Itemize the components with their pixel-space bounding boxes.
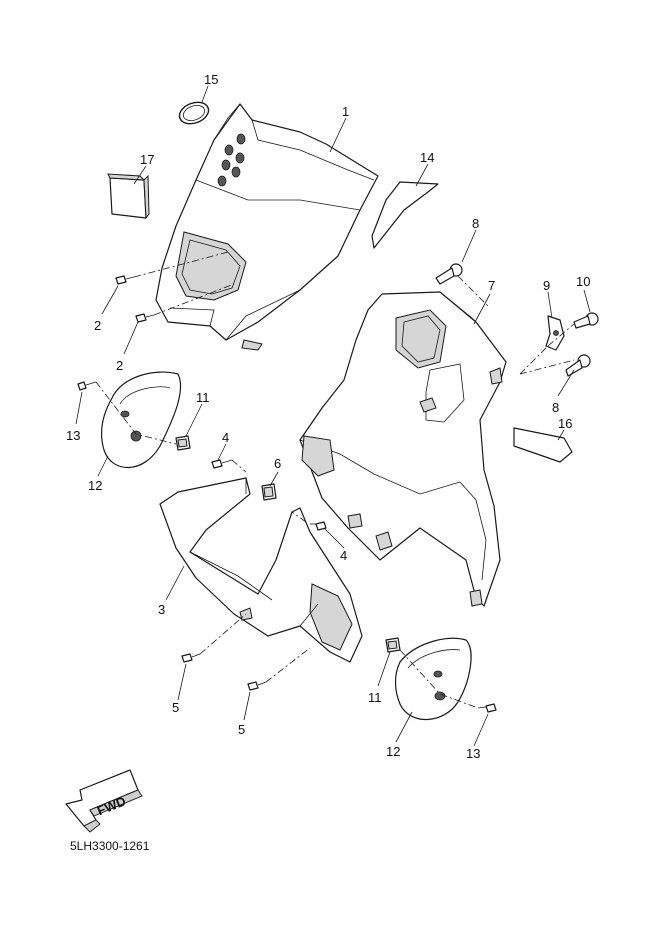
callout-10: 10 [576,274,590,289]
part-11-nut-lower [385,637,401,653]
part-15-ring [178,101,210,125]
part-13-screw-lower [477,703,497,713]
part-5-screw-a [181,653,201,663]
drawing-code: 5LH3300-1261 [70,839,150,853]
callout-3: 3 [158,602,165,617]
callout-13-upper: 13 [66,428,80,443]
callout-12-upper: 12 [88,478,102,493]
callout-17: 17 [140,152,154,167]
callout-11-upper: 11 [196,390,210,405]
callout-16: 16 [558,416,572,431]
callout-8-upper: 8 [472,216,479,231]
callout-7: 7 [488,278,495,293]
callout-2-upper: 2 [94,318,101,333]
callout-11-lower: 11 [368,690,382,705]
part-8-screw-upper [435,263,463,285]
part-2-screw-b [135,313,155,323]
callout-5-left: 5 [172,700,179,715]
callout-9: 9 [543,278,550,293]
part-2-screw-a [115,275,135,285]
callout-14: 14 [420,150,434,165]
leader-lines [75,85,591,747]
part-10-screw [573,312,599,329]
part-17-pad [107,173,150,220]
part-12-cap-upper [100,371,182,469]
callout-6: 6 [274,456,281,471]
callout-4-upper: 4 [222,430,229,445]
callout-13-lower: 13 [466,746,480,761]
callout-4-lower: 4 [340,548,347,563]
callout-15: 15 [204,72,218,87]
part-6-nut [261,483,277,501]
part-8-screw-lower [565,354,591,377]
callout-5-right: 5 [238,722,245,737]
callout-1: 1 [342,104,349,119]
part-13-screw-upper [77,381,97,391]
fwd-arrow-icon: FWD [65,769,143,833]
assembly-lines [95,251,575,709]
part-4-screw-a [211,459,233,469]
callout-12-lower: 12 [386,744,400,759]
part-4-screw-b [310,521,327,531]
part-1-front-cover [155,103,379,351]
part-12-cap-lower [394,637,472,721]
part-11-nut-upper [175,435,191,451]
part-7-inner-panel [299,291,507,607]
part-16-tag [513,427,573,463]
callout-labels: 15 1 17 14 8 7 9 10 2 2 8 13 11 16 12 4 … [66,72,590,761]
part-9-clip [545,315,565,351]
callout-2-lower: 2 [116,358,123,373]
callout-8-lower: 8 [552,400,559,415]
part-5-screw-b [247,681,267,691]
part-3-lower-cover [159,477,363,663]
part-14-decal [371,181,439,249]
